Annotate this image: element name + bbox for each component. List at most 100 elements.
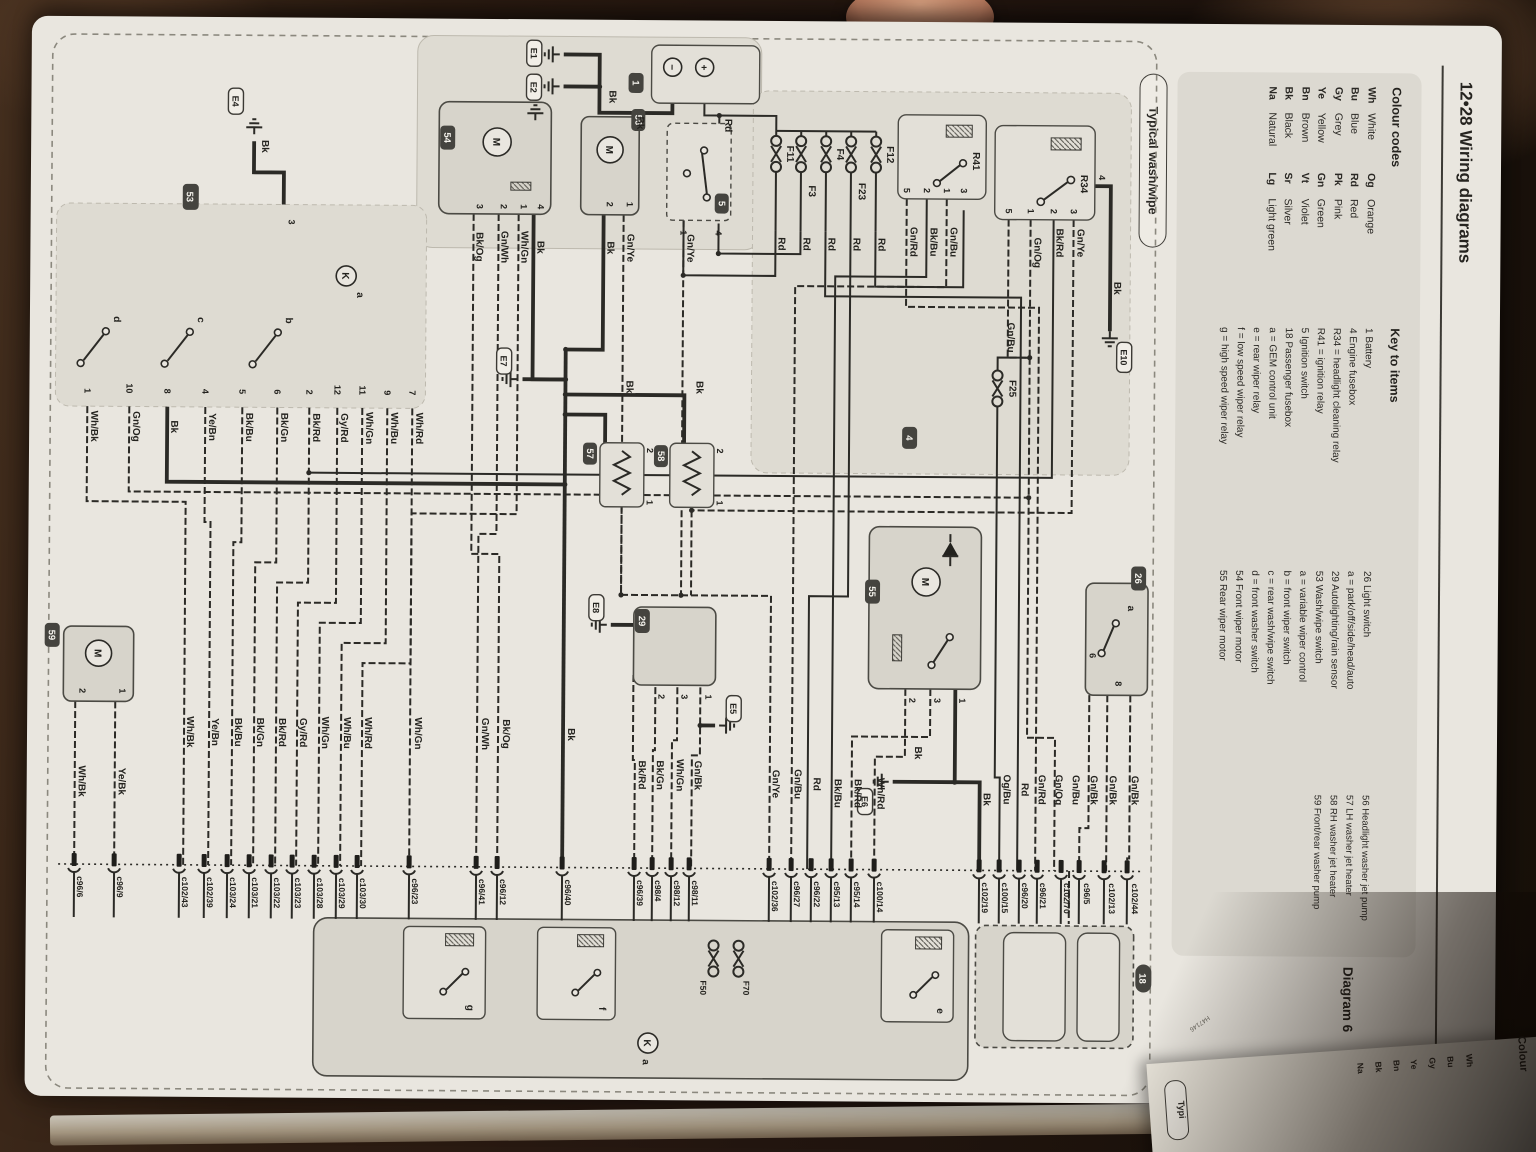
pin-number: 8 [162,389,172,394]
wire-label: Rd [1019,783,1030,796]
pin-number: 3 [959,188,969,193]
component-badge-4 [902,426,918,449]
wire-label: Wh/Gn [363,412,374,444]
connector-id: c103/28 [315,878,325,909]
wire-label: Bk/Bu [832,779,843,808]
connector-id: c102/19 [980,882,990,913]
wire-label: Bk/Rd [1053,228,1064,257]
connector-id: c96/6 [75,876,85,898]
wire-label: Gn/Bk [1129,776,1140,806]
pin-number: 1 [1026,209,1036,214]
wire-label: Wh/Gn [412,717,423,749]
wire-label: Rd [800,237,811,250]
wire-label: Bk/Og [500,719,511,749]
motor-m: M [603,146,614,154]
wire-label: Bk/Rd [636,761,647,790]
colour-code: Ye [1315,86,1329,100]
connector-id: c100/14 [875,882,885,913]
wire-label: Wh/Bk [76,766,87,798]
colour-name: Black [1282,112,1295,139]
colour-name: Brown [1299,112,1312,143]
wire-label: Wh/Bk [184,716,195,748]
colour-code: Bu [1348,86,1362,102]
page-title: 12•28 Wiring diagrams [1455,81,1476,264]
wire-label: Rd [811,778,822,791]
connector-separator [58,863,1141,873]
switch-section: a [1125,606,1136,612]
wire-label: Rd [875,238,886,251]
wire-label: Gn/Bk [1107,776,1118,806]
colour-code: Rd [1348,172,1361,188]
colour-name: White [1365,113,1378,140]
colour-codes-table: WhWhiteOgOrange BuBlueRdRed GyGreyPkPink… [1261,86,1378,259]
colour-codes-title: Colour codes [1389,87,1404,168]
ground-badges: E1 E2 E4 E5 E6 E7 E8 E10 [227,39,1133,816]
wire-label: Bk [565,728,576,741]
relay-r34: R34 4 3 2 1 5 [993,124,1107,221]
wire-label: Wh/Rd [413,413,424,445]
ignition-switch-5: 5 4 1 [665,122,732,236]
pin-number: 3 [1069,209,1079,214]
key-item: 59 Front/rear washer pump [1310,794,1323,910]
connector-id: c102/36 [770,881,780,912]
washwipe-switch-53: 53 K a b c d 7 9 11 12 2 6 5 4 8 10 1 3 [76,183,417,395]
wire-label: Gn/Ye [770,770,781,799]
pin-number: 9 [382,390,392,395]
pin-number: 4 [714,230,724,235]
connector-id: c102/13 [1107,883,1117,914]
wire-label: Gn/Ye [624,234,635,263]
wire-label: Rd [825,238,836,251]
manual-page-wrap: 12•28 Wiring diagrams Colour codes Key t… [24,15,1536,1152]
pin-number: 12 [332,385,342,395]
wire-label: Gn/Bu [1070,775,1081,805]
fuse-label: F50 [698,980,708,995]
pin-number: 3 [932,698,942,703]
wire-label: Bk [1111,282,1122,295]
pin-number: 2 [499,204,509,209]
pin-number: 2 [922,188,932,193]
wire-label: Bk/Bu [927,228,938,257]
relay-letter: g [464,1005,475,1011]
pin-number: 10 [124,383,134,393]
washer-jet-heater-57: 57 1 2 [582,442,655,508]
component-badge: 56 [632,115,643,126]
pin-number: 5 [237,389,247,394]
ground-label: E7 [499,355,509,366]
pin-number: 1 [519,204,529,209]
wire-label: Gn/Ye [1074,229,1085,258]
gem-k: K [641,1039,652,1047]
rear-wiper-motor-55: M 55 1 3 2 [864,525,983,703]
next-page-code: Bn [1391,1059,1403,1072]
wire-label: Wh/Bk [88,411,99,443]
key-item: 18 Passenger fusebox [1282,327,1294,428]
motor-m: M [490,138,501,146]
wire-label: Gn/Wh [498,231,509,263]
colour-code: Wh [1365,87,1378,104]
component-badge: 58 [655,451,666,462]
wire-label: Bk/Rd [276,718,287,747]
next-page-code: Bu [1445,1055,1457,1068]
wire-label: Gn/Og [130,411,141,442]
wire-label: Bk/Bu [243,413,254,442]
pin-number: 1 [645,500,655,505]
connector-id: c96/12 [498,879,508,905]
colour-name: Pink [1331,198,1344,220]
connector-id: c102/43 [180,877,190,908]
ground-label: E1 [529,48,539,59]
key-item: g = high speed wiper relay [1218,327,1230,445]
ground-label: E5 [728,703,738,714]
key-item: 56 Headlight washer jet pump [1358,795,1371,921]
next-page-code: Bk [1373,1061,1384,1073]
front-wiper-motor-54: M 54 4 1 2 3 [437,100,553,216]
key-item: R34 = headlight cleaning relay [1329,327,1342,463]
pin-number: 2 [656,694,666,699]
wire-label: Bk [912,746,923,759]
pin-number: 3 [679,694,689,699]
fuse-label: F23 [856,183,867,201]
switch-section: d [111,316,122,322]
key-item: 26 Light switch [1360,571,1373,638]
fuse-label: F4 [834,149,845,161]
ground-label: E2 [529,82,539,93]
